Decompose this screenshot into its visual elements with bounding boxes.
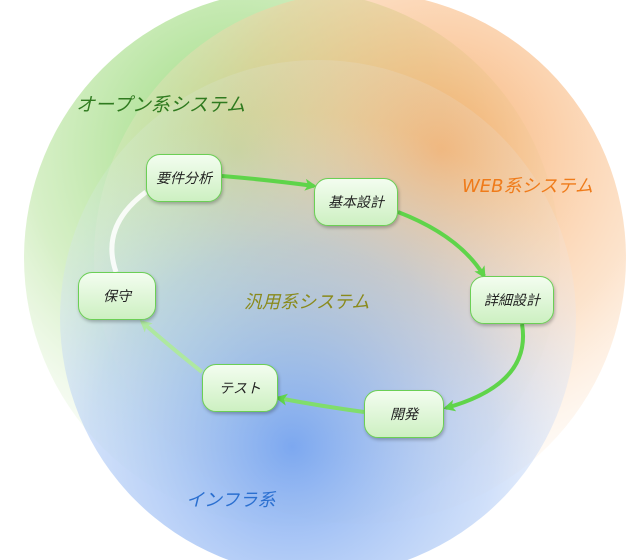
arrow-kihon-to-shosai xyxy=(397,210,486,279)
arrow-yoken-to-kihon xyxy=(221,174,317,191)
open-system-label: オープン系システム xyxy=(76,94,246,116)
phase-maintenance: 保守 xyxy=(78,272,156,320)
general-system-label: 汎用系システム xyxy=(244,292,370,313)
phase-requirements-analysis: 要件分析 xyxy=(146,154,222,202)
web-system-label: WEB系システム xyxy=(462,176,593,197)
arrow-test-to-hoshu xyxy=(139,320,204,374)
phase-basic-design: 基本設計 xyxy=(314,178,398,226)
arrow-hoshu-to-yoken xyxy=(109,189,148,273)
arrow-kaihatsu-to-test xyxy=(275,393,365,414)
phase-test: テスト xyxy=(202,364,278,412)
infra-label: インフラ系 xyxy=(186,490,276,511)
phase-development: 開発 xyxy=(364,390,444,438)
phase-detailed-design: 詳細設計 xyxy=(470,276,554,324)
arrow-shosai-to-kaihatsu xyxy=(443,323,525,412)
